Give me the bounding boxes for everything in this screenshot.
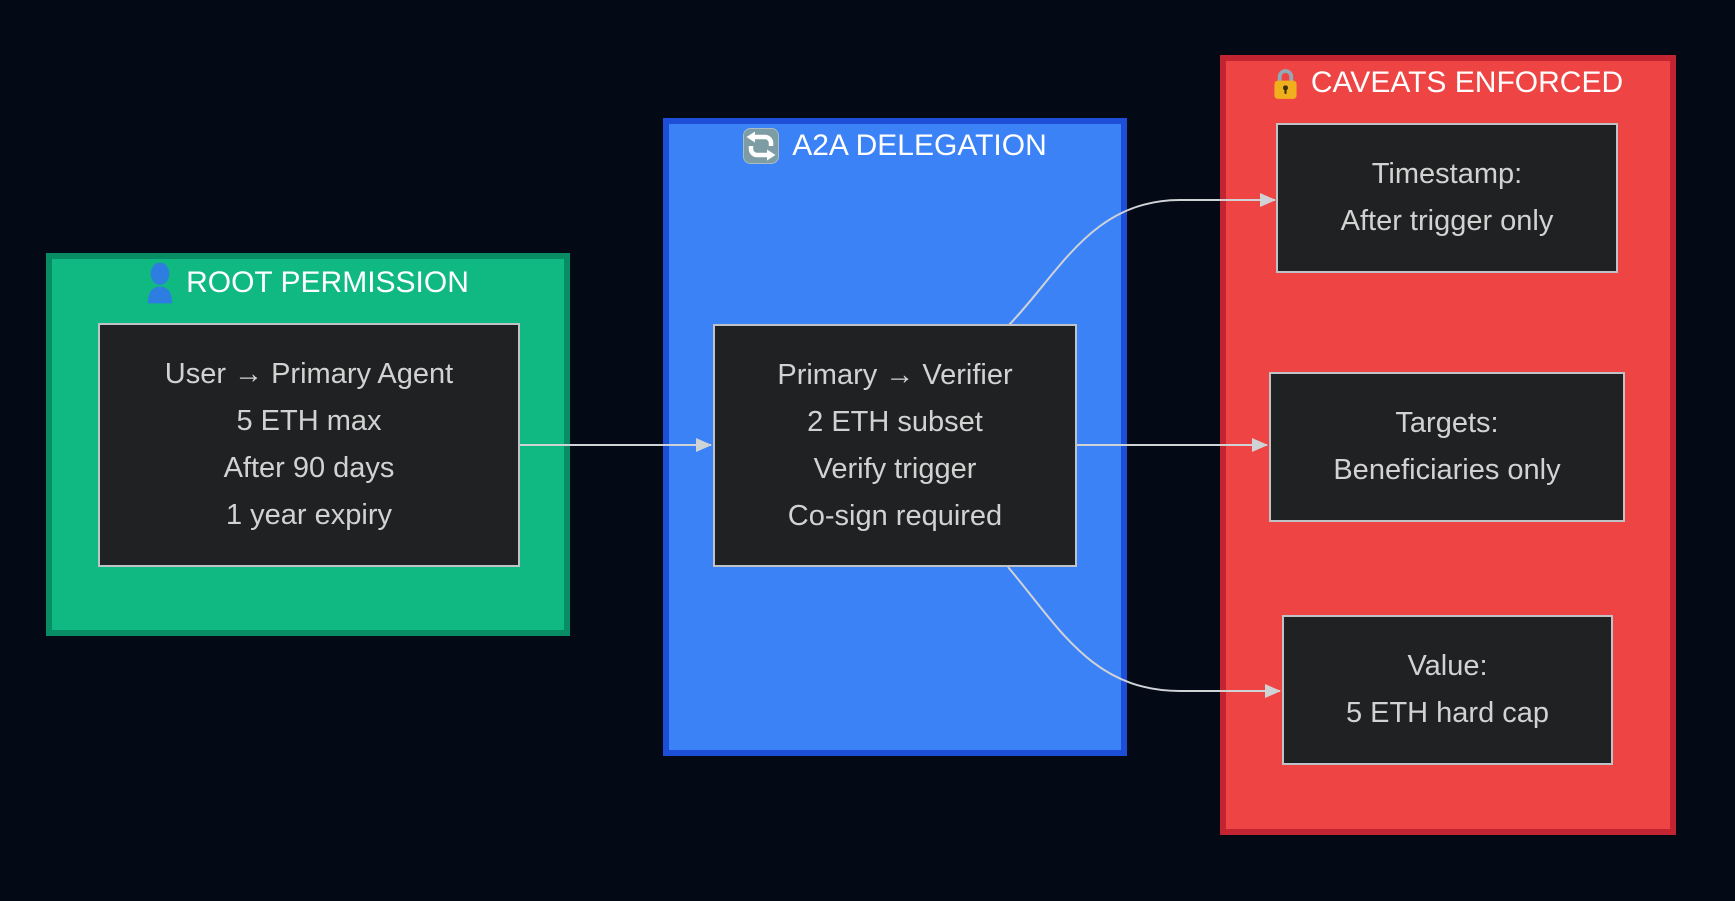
targets-caveat-node: Targets: Beneficiaries only (1269, 372, 1625, 522)
root-permission-title: ROOT PERMISSION (52, 261, 564, 305)
node-line: Value: (1407, 650, 1488, 682)
node-line: After trigger only (1340, 205, 1554, 237)
value-caveat-node: Value: 5 ETH hard cap (1282, 615, 1613, 765)
a2a-delegation-title-label: A2A DELEGATION (792, 129, 1047, 162)
swap-arrows-icon (743, 128, 780, 164)
node-line: Targets: (1395, 407, 1499, 439)
node-line: 5 ETH max (236, 405, 382, 437)
user-icon (147, 262, 173, 304)
node-line: Co-sign required (787, 499, 1003, 532)
a2a-delegation-title: A2A DELEGATION (669, 124, 1121, 168)
node-line: Primary → Verifier (777, 358, 1013, 391)
node-line: 5 ETH hard cap (1345, 697, 1550, 729)
node-line: 2 ETH subset (807, 405, 983, 438)
a2a-grant-node: Primary → Verifier 2 ETH subset Verify t… (713, 324, 1077, 567)
node-line: 1 year expiry (225, 499, 392, 531)
caveats-enforced-title-label: CAVEATS ENFORCED (1310, 66, 1624, 99)
caveats-enforced-title: CAVEATS ENFORCED (1226, 61, 1670, 105)
node-line: Timestamp: (1371, 158, 1523, 190)
node-line: User → Primary Agent (164, 358, 454, 390)
node-line: Verify trigger (813, 452, 977, 485)
root-grant-node: User → Primary Agent 5 ETH max After 90 … (98, 323, 520, 567)
timestamp-caveat-node: Timestamp: After trigger only (1276, 123, 1618, 273)
lock-icon (1273, 67, 1298, 100)
node-line: After 90 days (223, 452, 395, 484)
root-permission-title-label: ROOT PERMISSION (186, 266, 469, 299)
node-line: Beneficiaries only (1333, 454, 1561, 486)
